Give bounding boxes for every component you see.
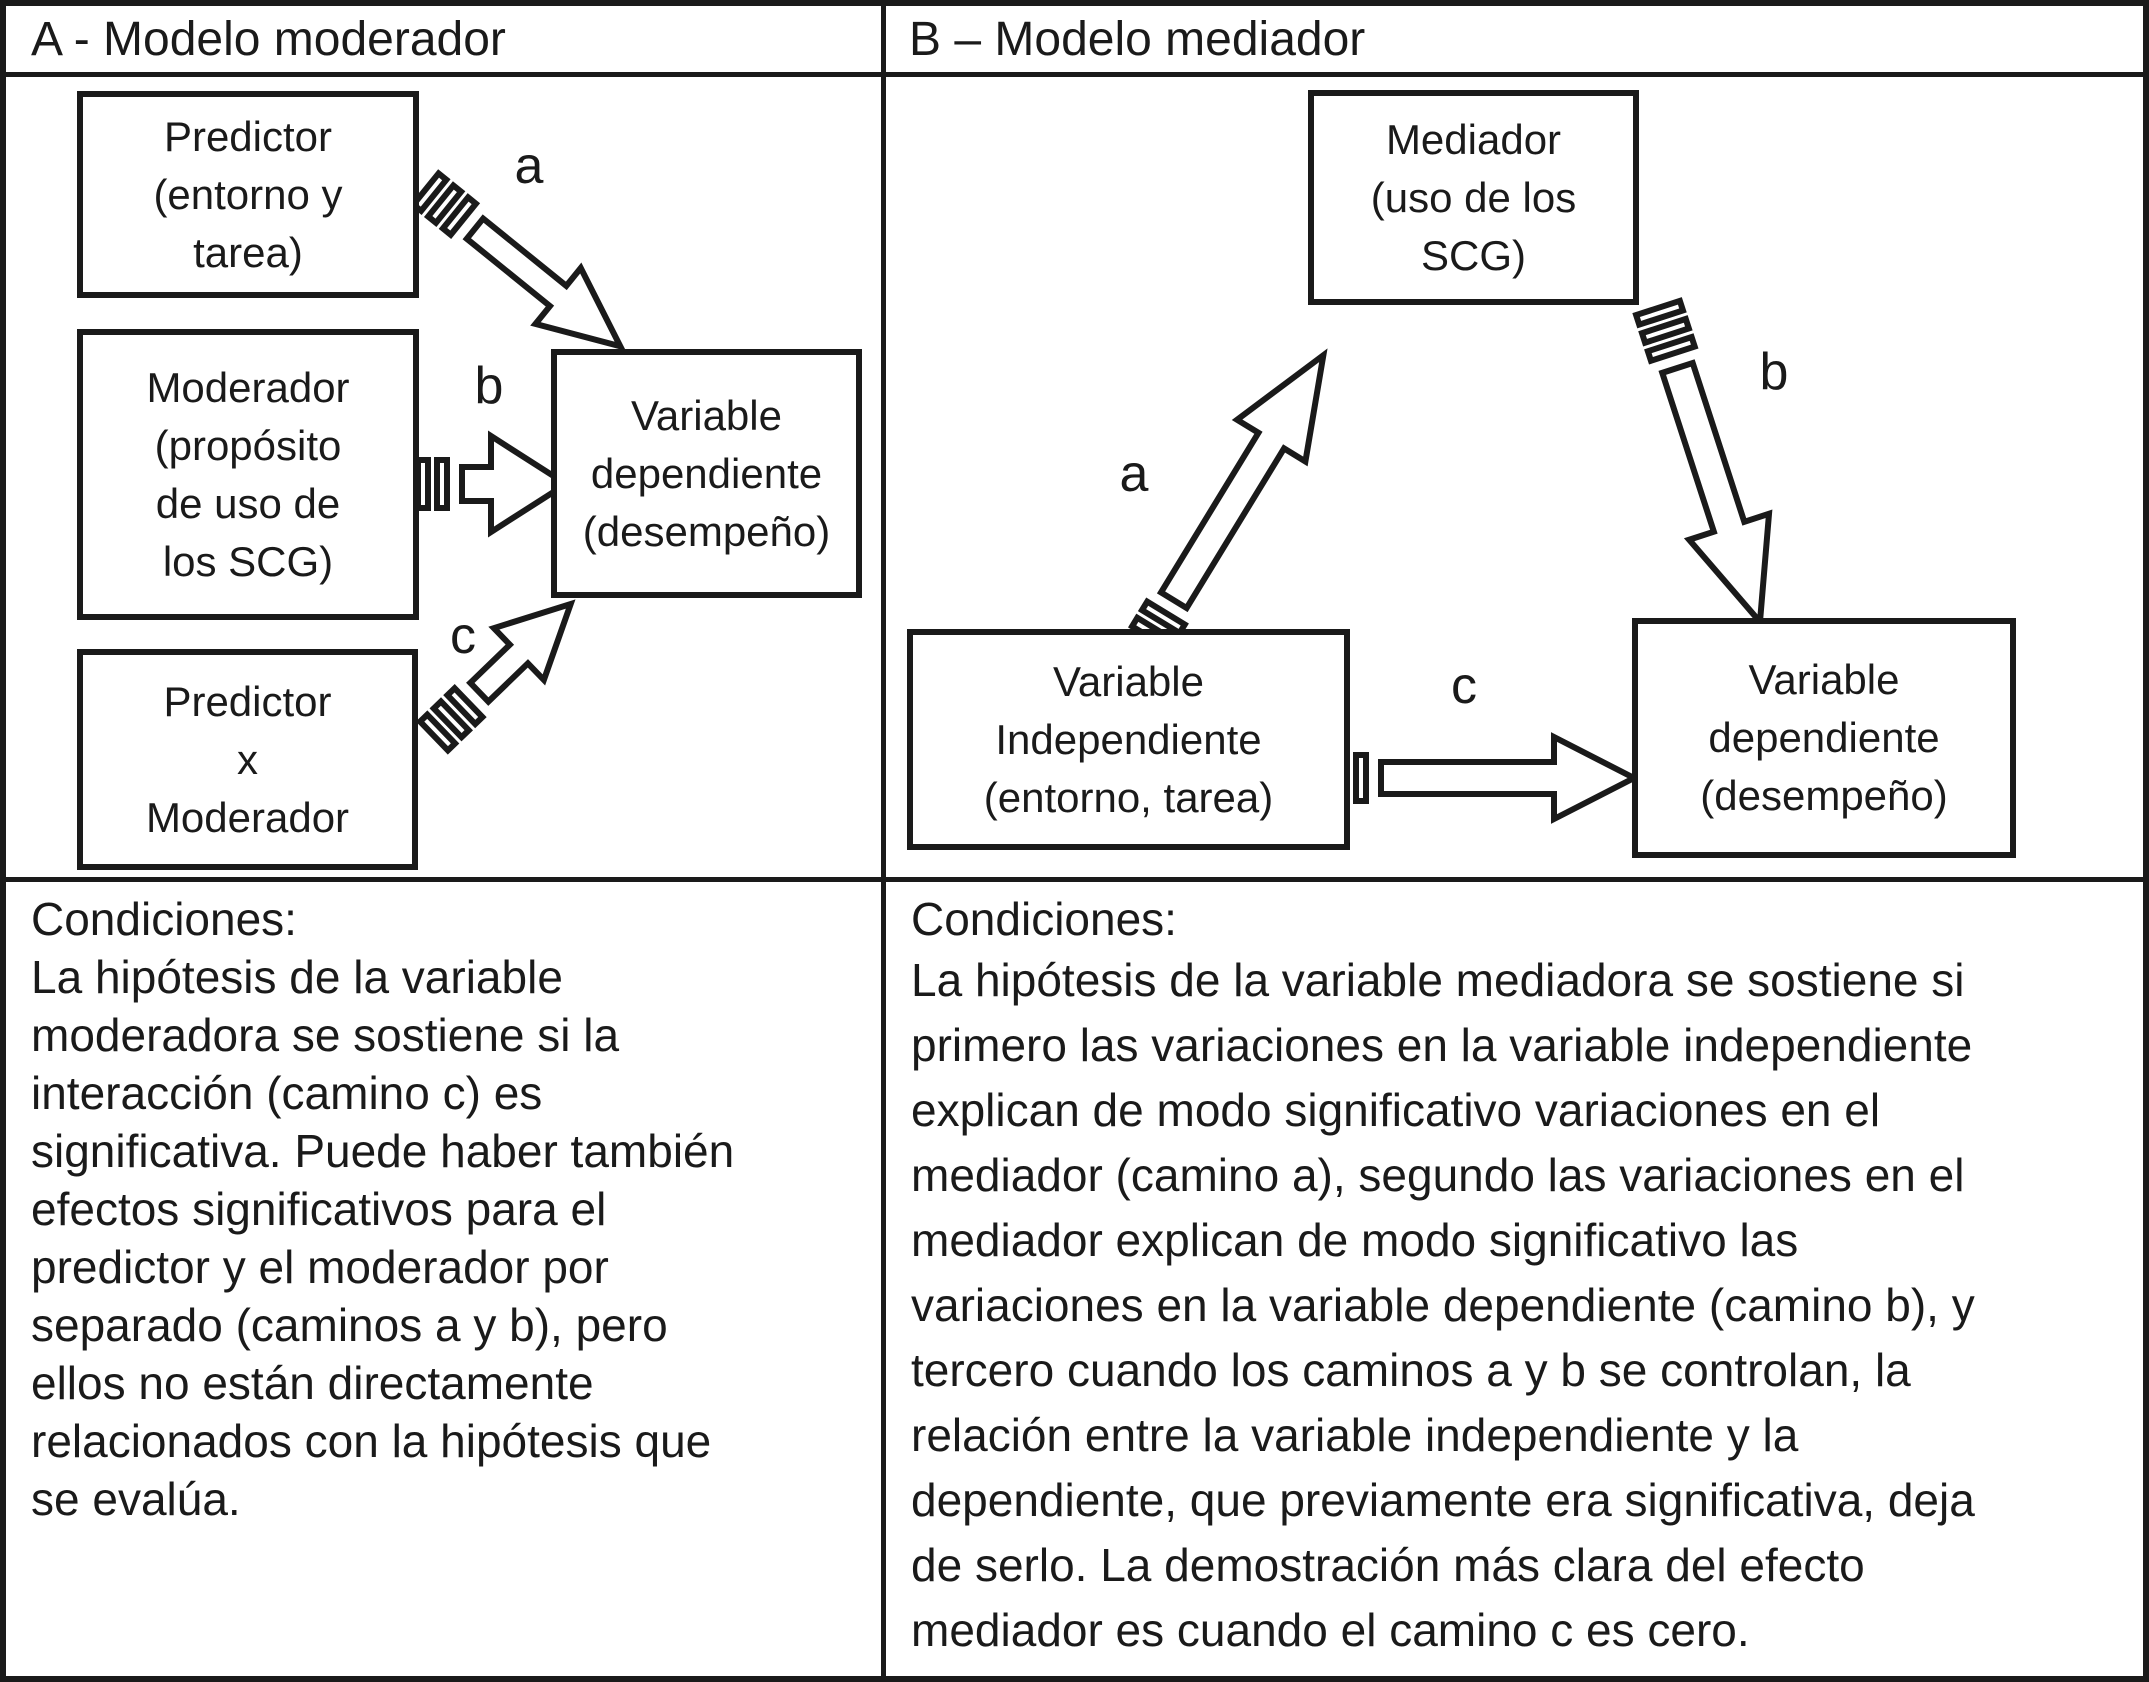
conditions-text-panel-b: La hipótesis de la variable mediadora se… xyxy=(911,954,1975,1656)
arrow-path-c-moderator-shaft xyxy=(466,599,576,706)
independent-variable-box-label: Variable Independiente (entorno, tarea) xyxy=(983,657,1274,821)
arrow-path-c-moderator-tail-break xyxy=(415,710,460,755)
mediator-box-label: Mediador (uso de los SCG) xyxy=(1370,115,1577,279)
conditions-panel-b: Condiciones: La hipótesis de la variable… xyxy=(911,890,2143,1663)
arrow-path-c-mediator-shaft xyxy=(1378,732,1641,824)
mediator-box: Mediador (uso de los SCG) xyxy=(1308,90,1639,305)
arrow-path-b-mediator-tail-break xyxy=(1638,315,1693,347)
arrow-path-c-moderator xyxy=(415,599,576,755)
path-label-b-panel-a: b xyxy=(474,357,504,415)
arrow-path-a-moderator-shaft xyxy=(462,214,626,351)
panel-b-title: B – Modelo mediador xyxy=(909,13,1366,66)
dependent-variable-box-panel-a-label: Variable dependiente (desempeño) xyxy=(582,391,831,555)
arrow-path-c-mediator-tail-break xyxy=(1353,752,1369,804)
arrow-path-b-mediator xyxy=(1632,297,1773,630)
panel-a-title: A - Modelo moderador xyxy=(31,13,506,66)
moderator-box: Moderador (propósito de uso de los SCG) xyxy=(77,329,419,620)
dependent-variable-box-panel-b: Variable dependiente (desempeño) xyxy=(1632,618,2016,858)
moderator-box-label: Moderador (propósito de uso de los SCG) xyxy=(146,363,350,585)
predictor-box: Predictor (entorno y tarea) xyxy=(77,91,419,298)
dependent-variable-box-panel-b-label: Variable dependiente (desempeño) xyxy=(1700,656,1948,819)
path-label-c-panel-a: c xyxy=(450,607,476,665)
predictor-x-moderator-box-label: Predictor x Moderador xyxy=(145,677,350,841)
arrow-path-a-mediator-shaft xyxy=(1156,348,1328,613)
vertical-divider xyxy=(881,6,886,1676)
arrow-path-c-mediator xyxy=(1353,732,1641,824)
arrow-path-c-moderator-tail-break xyxy=(429,697,473,742)
arrow-path-b-moderator-tail-break xyxy=(415,457,431,511)
path-arrows-layer xyxy=(409,169,1773,824)
arrow-path-b-mediator-shaft xyxy=(1658,359,1773,630)
header-divider xyxy=(6,72,2143,77)
path-label-a-panel-a: a xyxy=(514,137,544,195)
arrow-path-a-moderator-tail-break xyxy=(423,181,466,228)
arrow-path-a-mediator-tail-break xyxy=(1137,597,1189,638)
arrow-path-a-moderator-tail-break xyxy=(438,193,481,239)
path-label-c-panel-b: c xyxy=(1451,657,1477,715)
arrow-path-b-mediator-tail-break xyxy=(1632,297,1687,329)
independent-variable-box: Variable Independiente (entorno, tarea) xyxy=(907,629,1350,850)
arrow-path-b-moderator-tail-break xyxy=(434,457,450,511)
arrow-path-b-mediator-tail-break xyxy=(1644,333,1699,365)
path-label-a-panel-b: a xyxy=(1119,445,1149,503)
path-label-b-panel-b: b xyxy=(1759,343,1789,401)
dependent-variable-box-panel-a: Variable dependiente (desempeño) xyxy=(551,349,862,598)
arrow-path-a-moderator xyxy=(409,169,626,351)
conditions-divider xyxy=(6,877,2143,882)
conditions-panel-a: Condiciones: La hipótesis de la variable… xyxy=(31,890,863,1528)
arrow-path-b-moderator-shaft xyxy=(459,430,572,538)
predictor-box-label: Predictor (entorno y tarea) xyxy=(153,112,343,276)
arrow-path-c-moderator-tail-break xyxy=(443,684,487,729)
arrow-path-b-moderator xyxy=(415,430,572,538)
arrow-path-a-mediator xyxy=(1118,348,1328,670)
conditions-heading-panel-b: Condiciones: xyxy=(911,893,1177,945)
conditions-heading-panel-a: Condiciones: xyxy=(31,893,297,945)
conditions-text-panel-a: La hipótesis de la variable moderadora s… xyxy=(31,951,735,1525)
predictor-x-moderator-box: Predictor x Moderador xyxy=(77,649,418,870)
